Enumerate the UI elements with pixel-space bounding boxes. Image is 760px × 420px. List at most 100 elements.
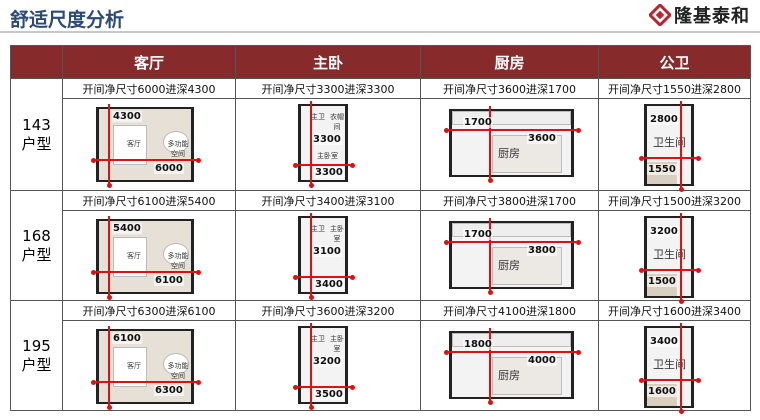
depth-value: 5400	[112, 223, 142, 234]
width-dimension-line	[641, 379, 697, 381]
round-table	[163, 131, 189, 153]
width-dimension-line	[295, 386, 351, 388]
dimension-endpoint	[678, 187, 684, 192]
room-label: 客厅	[127, 362, 141, 370]
width-value: 3300	[314, 167, 344, 178]
dimension-endpoint	[106, 295, 112, 300]
depth-dimension-line	[108, 216, 110, 297]
depth-dimension-line	[108, 104, 110, 185]
bathroom-dimension-text: 开间净尺寸1550进深2800	[598, 78, 751, 99]
dimension-endpoint	[444, 349, 449, 355]
dimension-endpoint	[91, 379, 96, 385]
width-value: 4000	[527, 355, 557, 366]
width-dimension-line	[446, 351, 577, 353]
room-label: 厨房	[498, 369, 520, 382]
logo: 隆基泰和	[647, 2, 750, 28]
depth-dimension-line	[680, 101, 682, 189]
dimension-endpoint	[678, 409, 684, 414]
depth-value: 1700	[463, 229, 493, 240]
dimension-endpoint	[696, 377, 701, 383]
living-room-dimension-text: 开间净尺寸6100进深5400	[62, 190, 236, 211]
depth-dimension-line	[680, 213, 682, 301]
dimension-endpoint	[293, 384, 298, 390]
width-dimension-line	[295, 276, 351, 278]
page-title: 舒适尺度分析	[10, 9, 125, 31]
room-label: 衣帽间	[330, 113, 344, 131]
column-header-kitchen: 厨房	[420, 45, 599, 79]
unit-type-suffix: 户型	[21, 355, 52, 374]
depth-value: 3300	[312, 134, 342, 145]
depth-value: 3100	[312, 246, 342, 257]
room-label: 多功能空间	[167, 140, 189, 158]
round-table	[163, 243, 189, 265]
depth-value: 1700	[463, 117, 493, 128]
width-value: 1600	[647, 386, 677, 397]
unit-type-number: 195	[22, 336, 51, 355]
master-bedroom-dimension-text: 开间净尺寸3300进深3300	[235, 78, 421, 99]
width-value: 3500	[314, 389, 344, 400]
dimension-endpoint	[196, 157, 201, 163]
dimension-endpoint	[106, 183, 112, 188]
bathroom-dimension-text: 开间净尺寸1600进深3400	[598, 300, 751, 321]
room-label: 卫生间	[653, 358, 686, 371]
width-dimension-line	[446, 129, 577, 131]
room-label: 主卧室	[330, 335, 344, 353]
living-room-floor-plan: 客厅多功能空间	[96, 107, 194, 182]
bathroom-floor-plan-cell: 卫生间 3400 1600	[598, 320, 751, 414]
depth-dimension-line	[680, 323, 682, 411]
width-dimension-line	[641, 157, 697, 159]
unit-type-suffix: 户型	[21, 134, 52, 153]
header-divider	[0, 31, 760, 33]
width-dimension-line	[446, 241, 577, 243]
dimension-endpoint	[576, 349, 581, 355]
master-bedroom-dimension-text: 开间净尺寸3600进深3200	[235, 300, 421, 321]
width-dimension-line	[93, 381, 197, 383]
dimension-endpoint	[308, 295, 314, 300]
dimension-endpoint	[106, 405, 112, 410]
dimension-endpoint	[696, 267, 701, 273]
depth-value: 2800	[649, 114, 679, 125]
living-room-dimension-text: 开间净尺寸6300进深6100	[62, 300, 236, 321]
column-header-bathroom: 公卫	[598, 45, 751, 79]
dimension-endpoint	[350, 384, 355, 390]
dimension-endpoint	[487, 290, 493, 295]
dimension-endpoint	[487, 178, 493, 183]
room-label: 主卫	[311, 225, 325, 233]
depth-dimension-line	[310, 323, 312, 407]
width-dimension-line	[93, 159, 197, 161]
width-dimension-line	[641, 269, 697, 271]
logo-text: 隆基泰和	[674, 6, 750, 27]
width-value: 6100	[154, 275, 184, 286]
width-value: 1550	[647, 164, 677, 175]
dimension-endpoint	[696, 155, 701, 161]
width-value: 1500	[647, 276, 677, 287]
width-dimension-line	[93, 271, 197, 273]
room-label: 主卫	[311, 113, 325, 121]
depth-value: 3400	[649, 336, 679, 347]
dimension-endpoint	[350, 274, 355, 280]
width-value: 3400	[314, 279, 344, 290]
logo-diamond-icon	[647, 2, 673, 28]
room-label: 卫生间	[653, 136, 686, 149]
width-value: 6000	[154, 163, 184, 174]
dimension-endpoint	[639, 155, 644, 161]
dimension-endpoint	[196, 379, 201, 385]
dimension-endpoint	[196, 269, 201, 275]
dimension-endpoint	[350, 162, 355, 168]
kitchen-dimension-text: 开间净尺寸3600进深1700	[420, 78, 599, 99]
room-label: 多功能空间	[167, 362, 189, 380]
